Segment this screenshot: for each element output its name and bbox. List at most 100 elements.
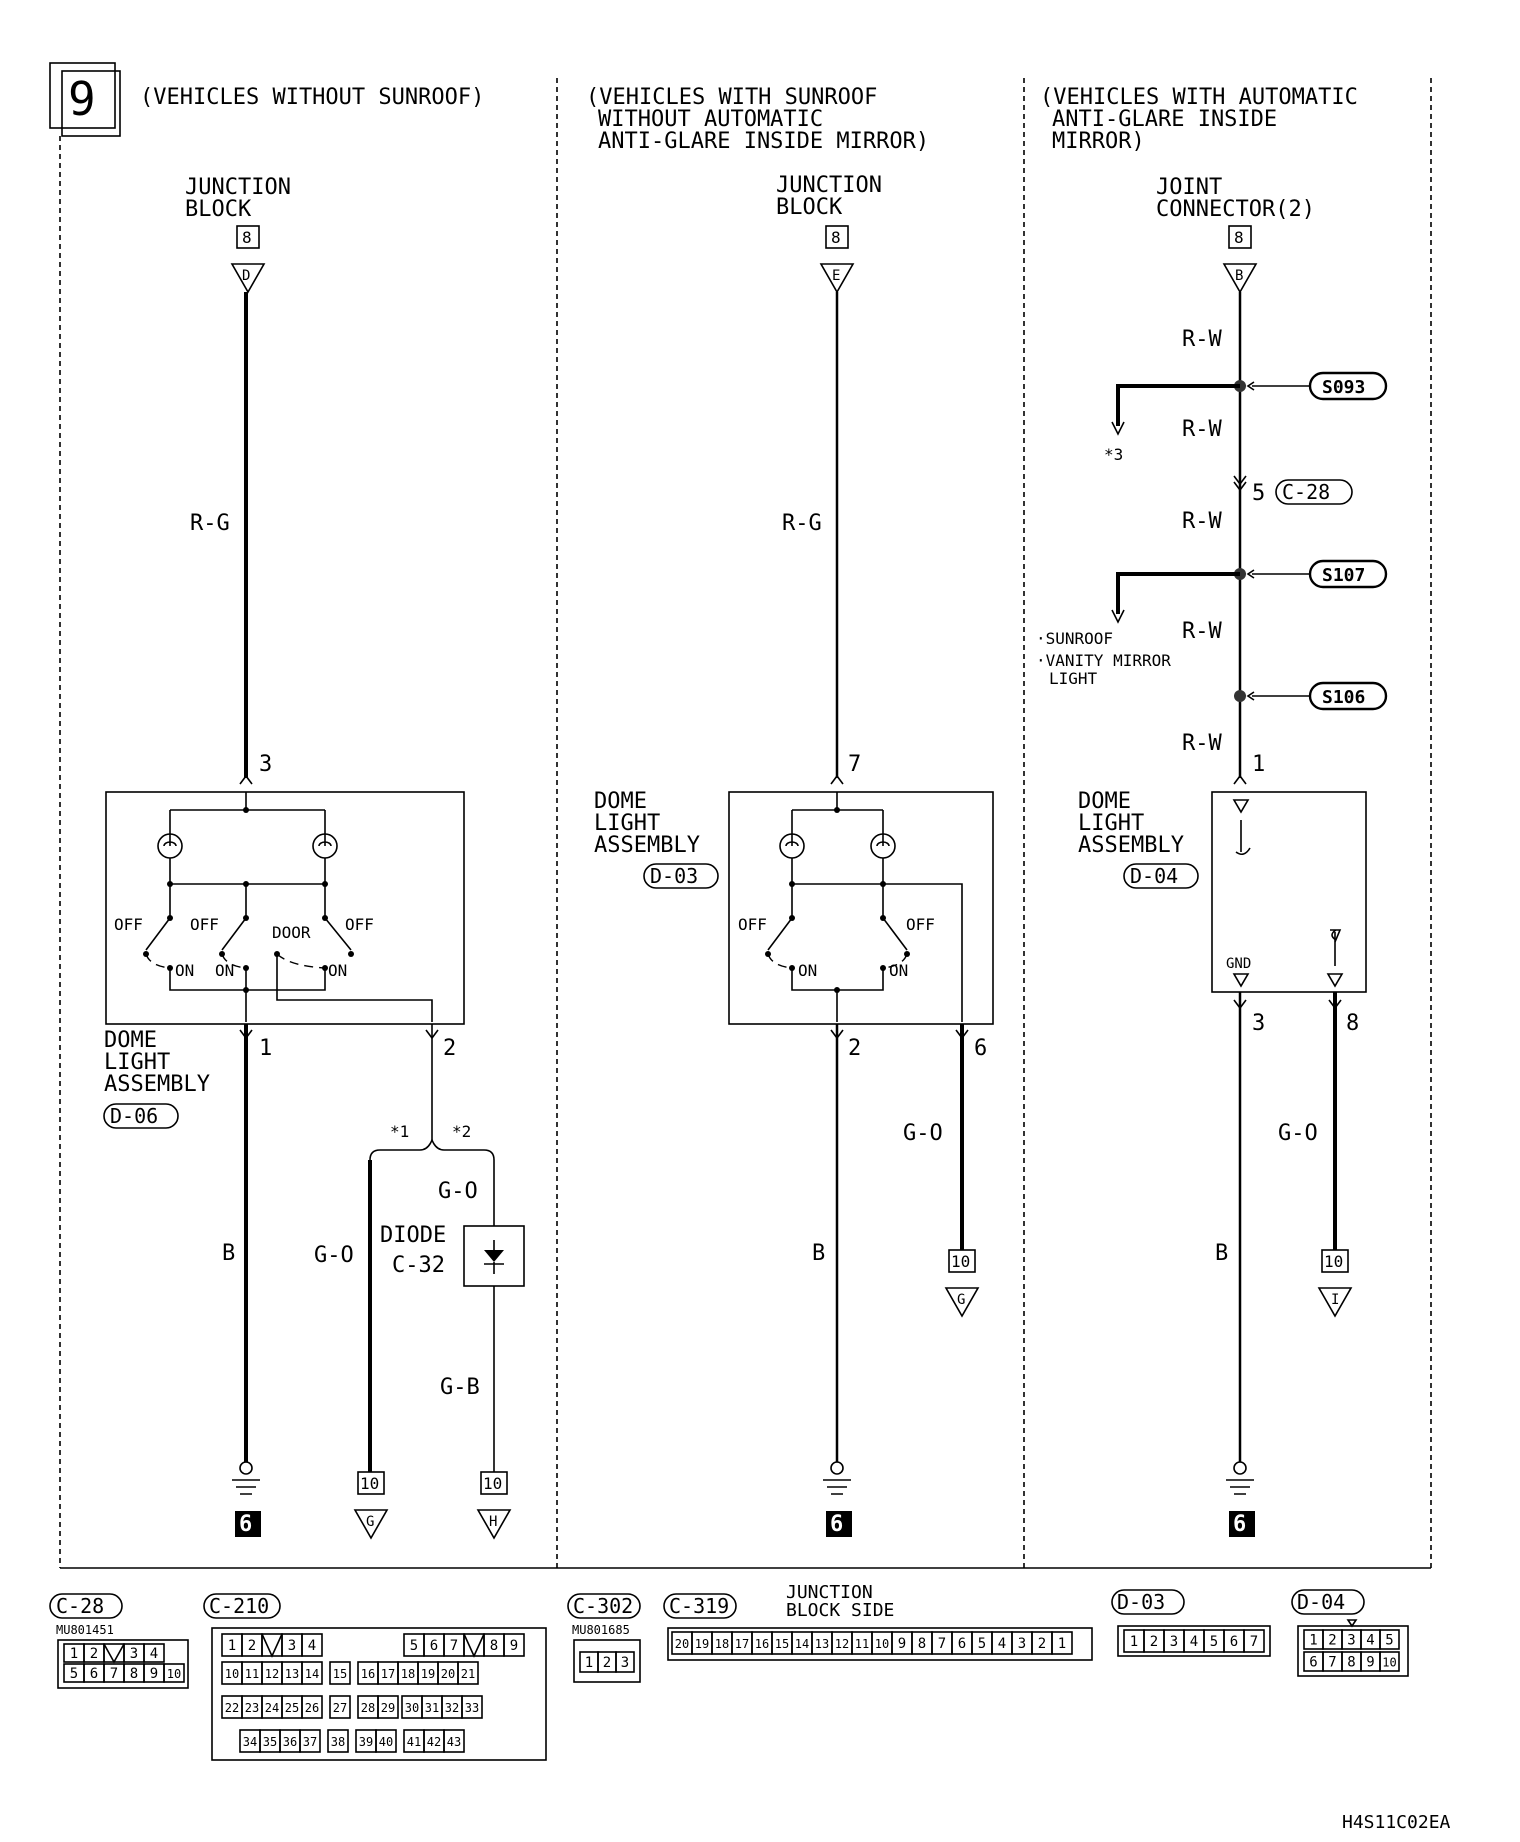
connector-pin: 7 bbox=[1328, 1655, 1336, 1671]
wire-label: B bbox=[222, 1241, 235, 1266]
section-with-sunroof: (VEHICLES WITH SUNROOF WITHOUT AUTOMATIC… bbox=[586, 85, 994, 1537]
connector-pin: 34 bbox=[243, 1735, 257, 1749]
page-number-box bbox=[49, 62, 116, 129]
diode-icon bbox=[484, 1250, 504, 1262]
connector-pin: 14 bbox=[795, 1637, 809, 1651]
page-number: 9 bbox=[68, 72, 96, 126]
section-title: MIRROR) bbox=[1052, 129, 1145, 154]
assembly-label: LIGHT bbox=[594, 811, 660, 836]
connector-pin: 33 bbox=[465, 1701, 479, 1715]
connector-pin-cell bbox=[301, 1661, 323, 1685]
assembly-label: DOME bbox=[104, 1028, 157, 1053]
connector-pin: 38 bbox=[331, 1735, 345, 1749]
end-ref: 10 bbox=[951, 1252, 970, 1271]
ground-ref-box bbox=[1229, 1511, 1255, 1537]
connector-pin: 23 bbox=[245, 1701, 259, 1715]
connector-pin: 2 bbox=[1328, 1633, 1336, 1649]
source-ref-box bbox=[825, 225, 849, 249]
connector-pin-cell bbox=[377, 1695, 399, 1719]
splice-label: S093 bbox=[1322, 377, 1365, 398]
connector-pin: 19 bbox=[695, 1637, 709, 1651]
connector-pin: 4 bbox=[1366, 1633, 1374, 1649]
end-terminal: G bbox=[957, 1292, 965, 1308]
splice-point bbox=[1234, 690, 1246, 702]
connector-label: D-03 bbox=[1117, 1590, 1165, 1614]
pin-label: 6 bbox=[974, 1036, 987, 1061]
assembly-connector: D-03 bbox=[650, 864, 698, 888]
connector-pin: 7 bbox=[938, 1636, 946, 1652]
connector-pin: 6 bbox=[1309, 1655, 1317, 1671]
ground-ref: 6 bbox=[1233, 1512, 1246, 1537]
end-terminal-marker bbox=[476, 1509, 512, 1540]
dome-light-assembly-box bbox=[728, 791, 994, 1025]
connector-pin: 5 bbox=[410, 1638, 418, 1654]
section-title: WITHOUT AUTOMATIC bbox=[598, 107, 823, 132]
ground-icon bbox=[1233, 1461, 1247, 1475]
connector-pin: 25 bbox=[285, 1701, 299, 1715]
splice-oval bbox=[1308, 681, 1388, 711]
connector-pin: 28 bbox=[361, 1701, 375, 1715]
connector-pin: 16 bbox=[361, 1667, 375, 1681]
connector-pin: 7 bbox=[1250, 1634, 1258, 1650]
switch-label: OFF bbox=[345, 915, 374, 934]
page-number-box-shadow bbox=[61, 70, 121, 137]
wire-label: R-W bbox=[1182, 417, 1222, 442]
assembly-label: ASSEMBLY bbox=[594, 833, 700, 858]
connector-pin: 7 bbox=[450, 1638, 458, 1654]
assembly-label: DOME bbox=[594, 789, 647, 814]
end-terminal-marker bbox=[353, 1509, 389, 1540]
connector-pin: 27 bbox=[333, 1701, 347, 1715]
assembly-connector: D-04 bbox=[1130, 864, 1178, 888]
switch-label: ON bbox=[798, 961, 817, 980]
connector-pin: 1 bbox=[1058, 1636, 1066, 1652]
connector-pin: 4 bbox=[998, 1636, 1006, 1652]
wire-label: G-O bbox=[1278, 1121, 1318, 1146]
switch-label: ON bbox=[328, 961, 347, 980]
connector-pin: 8 bbox=[490, 1638, 498, 1654]
connector-pin: 15 bbox=[775, 1637, 789, 1651]
connector-pin-cell bbox=[1379, 1651, 1400, 1672]
connector-pin-cell bbox=[329, 1695, 351, 1719]
splice-oval bbox=[1308, 371, 1388, 401]
switch-label: OFF bbox=[190, 915, 219, 934]
connector-note: BLOCK SIDE bbox=[786, 1600, 894, 1621]
connector-pin: 2 bbox=[1038, 1636, 1046, 1652]
part-number: MU801451 bbox=[56, 1623, 114, 1637]
connector-note: JUNCTION bbox=[786, 1582, 873, 1603]
wire-label: B bbox=[1215, 1241, 1228, 1266]
connector-pin-cell bbox=[301, 1695, 323, 1719]
source-ref: 8 bbox=[242, 228, 252, 247]
pin-label: 5 bbox=[1252, 481, 1265, 506]
section-auto-anti-glare: (VEHICLES WITH AUTOMATIC ANTI-GLARE INSI… bbox=[1036, 85, 1388, 1537]
connector-pin: 16 bbox=[755, 1637, 769, 1651]
connector-pin: 2 bbox=[1150, 1634, 1158, 1650]
connector-pin: 6 bbox=[90, 1666, 98, 1682]
connector-pin: 15 bbox=[333, 1667, 347, 1681]
connector-pin: 3 bbox=[288, 1638, 296, 1654]
empty-pin-mark bbox=[261, 1633, 283, 1658]
splice-label: S107 bbox=[1322, 565, 1365, 586]
figure-code: H4S11C02EA bbox=[1342, 1812, 1451, 1833]
splice-branch-label: ·VANITY MIRROR bbox=[1036, 651, 1171, 670]
connector-pin: 5 bbox=[70, 1666, 78, 1682]
switch-label: ON bbox=[175, 961, 194, 980]
pin-label: 2 bbox=[443, 1036, 456, 1061]
connector-pin-cell bbox=[1051, 1631, 1073, 1655]
connector-pin: 30 bbox=[405, 1701, 419, 1715]
empty-pin-mark bbox=[103, 1643, 125, 1664]
connector-pin: 9 bbox=[1366, 1655, 1374, 1671]
dome-light-assembly-box bbox=[1211, 791, 1367, 993]
connector-pin: 10 bbox=[1382, 1656, 1396, 1670]
switch-label: OFF bbox=[114, 915, 143, 934]
branch-label: *1 bbox=[390, 1122, 409, 1141]
diode-label: DIODE bbox=[380, 1223, 446, 1248]
connector-pin: 1 bbox=[1309, 1633, 1317, 1649]
connector-label: C-28 bbox=[56, 1594, 104, 1618]
switch-label: ON bbox=[889, 961, 908, 980]
connector-pin-cell bbox=[375, 1729, 397, 1753]
source-label: JUNCTION bbox=[185, 175, 291, 200]
connector-pin: 11 bbox=[855, 1637, 869, 1651]
assembly-label: LIGHT bbox=[1078, 811, 1144, 836]
splice-branch-wire bbox=[1116, 572, 1240, 614]
